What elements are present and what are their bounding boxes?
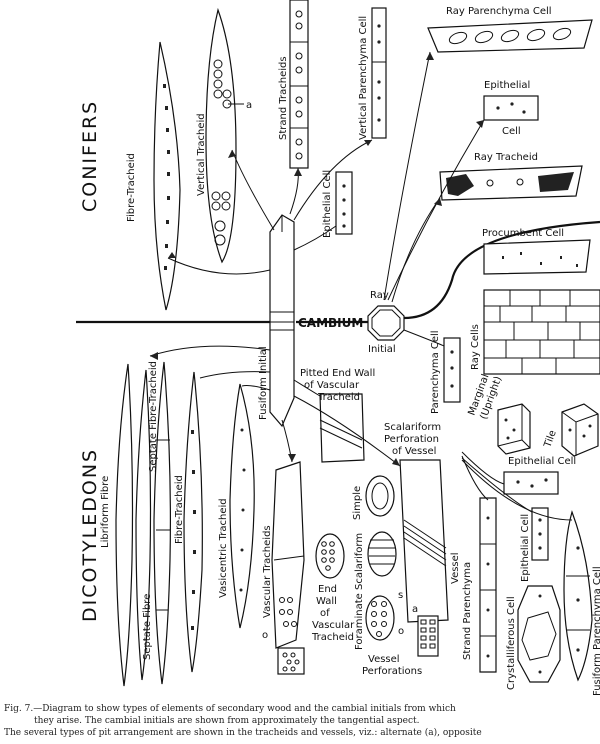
connector-arrows [149,51,573,521]
conifer-fibre-tracheid [153,41,181,311]
label-ray-tracheid: Ray Tracheid [474,152,538,163]
label-dicot-epithelial-cell: Epithelial Cell [508,456,576,467]
label-pit-a: a [246,100,252,111]
label-ray-cells: Ray Cells [470,324,481,370]
vascular-tracheids [271,461,305,649]
pit-pattern-a [277,647,305,675]
label-vessel-perforations-2: Perforations [362,666,422,677]
label-end-wall-2: Wall [316,596,337,607]
label-ray-parenchyma-cell: Ray Parenchyma Cell [446,6,552,17]
vessel-scalariform [399,459,449,623]
label-scalariform-perf-2: Perforation [384,434,439,445]
label-foraminate: Foraminate [354,593,365,650]
label-strand-parenchyma: Strand Parenchyma [462,562,473,660]
end-wall-vascular-tracheid [315,533,345,579]
label-septate-fibre-tracheid: Septate Fibre-Tracheid [148,361,159,472]
label-mark-a: a [412,604,418,615]
dicot-fibre-tracheid [183,371,203,673]
septate-fibre [135,369,152,681]
conifer-epithelial-cell [335,171,353,235]
division-line-curve [403,220,600,320]
label-simple: Simple [352,486,363,520]
caption-line-1: Fig. 7.—Diagram to show types of element… [4,704,456,714]
dicot-small-epithelial-cell [531,507,549,561]
ray-parenchyma-cell [427,19,593,53]
label-mark-o2: o [262,630,268,641]
label-vessel: Vessel [450,552,461,584]
strand-parenchyma [479,497,497,673]
label-vasicentric-tracheid: Vasicentric Tracheid [218,498,229,598]
vasicentric-tracheid [229,383,255,629]
fusiform-parenchyma-cell [563,510,593,682]
label-scalariform: Scalariform [354,533,365,590]
ray-initial [367,305,405,341]
label-vertical-parenchyma-cell: Vertical Parenchyma Cell [358,16,369,140]
simple-perforation [365,475,395,517]
label-conifer-fibre-tracheid: Fibre-Tracheid [126,153,137,222]
label-libriform-fibre: Libriform Fibre [100,476,111,548]
label-end-wall-3: of [320,608,330,619]
label-pitted-end-wall-2: of Vascular [304,380,360,391]
dicot-epithelial-cell [503,471,559,495]
dicot-parenchyma-cell [443,337,461,403]
heading-conifers: CONIFERS [79,100,101,212]
vertical-parenchyma-cell [371,7,387,139]
label-cell: Cell [502,126,521,137]
foraminate-perforation [365,595,395,641]
label-dicot-small-epithelial-cell: Epithelial Cell [520,514,531,582]
label-dicot-fibre-tracheid: Fibre-Tracheid [174,475,185,544]
label-scalariform-perf-3: of Vessel [392,446,436,457]
crystalliferous-cell [517,585,561,683]
label-crystalliferous-cell: Crystalliferous Cell [506,596,517,690]
ray-cells-band [483,289,600,375]
label-initial: Initial [368,344,396,355]
ray-tracheid [439,165,583,201]
label-fusiform-initial: Fusiform Initial [258,346,269,420]
septate-fibre-tracheid [153,361,171,685]
label-scalariform-perf-1: Scalariform [384,422,441,433]
ray-epithelial-cell [483,95,539,121]
label-vertical-tracheid: Vertical Tracheid [196,113,207,196]
label-tile: Tile [542,429,559,450]
conifer-vertical-tracheid [205,7,244,264]
pit-pattern-o [417,615,439,657]
wood-elements-diagram: CONIFERS DICOTYLEDONS CAMBIUM Ray Initia… [76,0,600,696]
label-vascular-tracheids: Vascular Tracheids [262,525,273,618]
arrow-heads [150,52,484,466]
label-fusiform-parenchyma-cell: Fusiform Parenchyma Cell [592,566,600,696]
label-pitted-end-wall-3: Tracheid [317,392,360,403]
label-end-wall-5: Tracheid [311,632,354,643]
label-pitted-end-wall-1: Pitted End Wall [300,368,375,379]
label-conifer-epithelial-cell: Epithelial Cell [322,170,333,238]
scalariform-perforation [367,531,397,577]
heading-dicotyledons: DICOTYLEDONS [79,448,101,622]
label-epithelial: Epithelial [484,80,530,91]
vessel-pitted-end-wall [319,393,365,463]
fusiform-initial [269,214,295,428]
tile-cell [561,403,599,457]
label-septate-fibre: Septate Fibre [142,594,153,660]
label-procumbent-cell: Procumbent Cell [482,228,564,239]
label-cambium: CAMBIUM [298,316,363,330]
figure-caption: Fig. 7.—Diagram to show types of element… [0,703,600,744]
procumbent-cell [483,239,591,275]
libriform-fibre [115,363,134,687]
caption-line-3: The several types of pit arrangement are… [4,728,482,738]
label-parenchyma-cell: Parenchyma Cell [430,330,441,414]
label-vessel-perforations-1: Vessel [368,654,400,665]
marginal-upright-cell [497,403,531,455]
label-mark-s: s [398,590,403,601]
label-mark-o: o [398,626,404,637]
label-ray: Ray [370,290,389,301]
label-strand-tracheids: Strand Tracheids [278,56,289,140]
label-end-wall-4: Vascular [312,620,355,631]
label-end-wall-1: End [318,584,337,595]
strand-tracheids [289,0,309,169]
caption-line-2: they arise. The cambial initials are sho… [34,716,420,726]
